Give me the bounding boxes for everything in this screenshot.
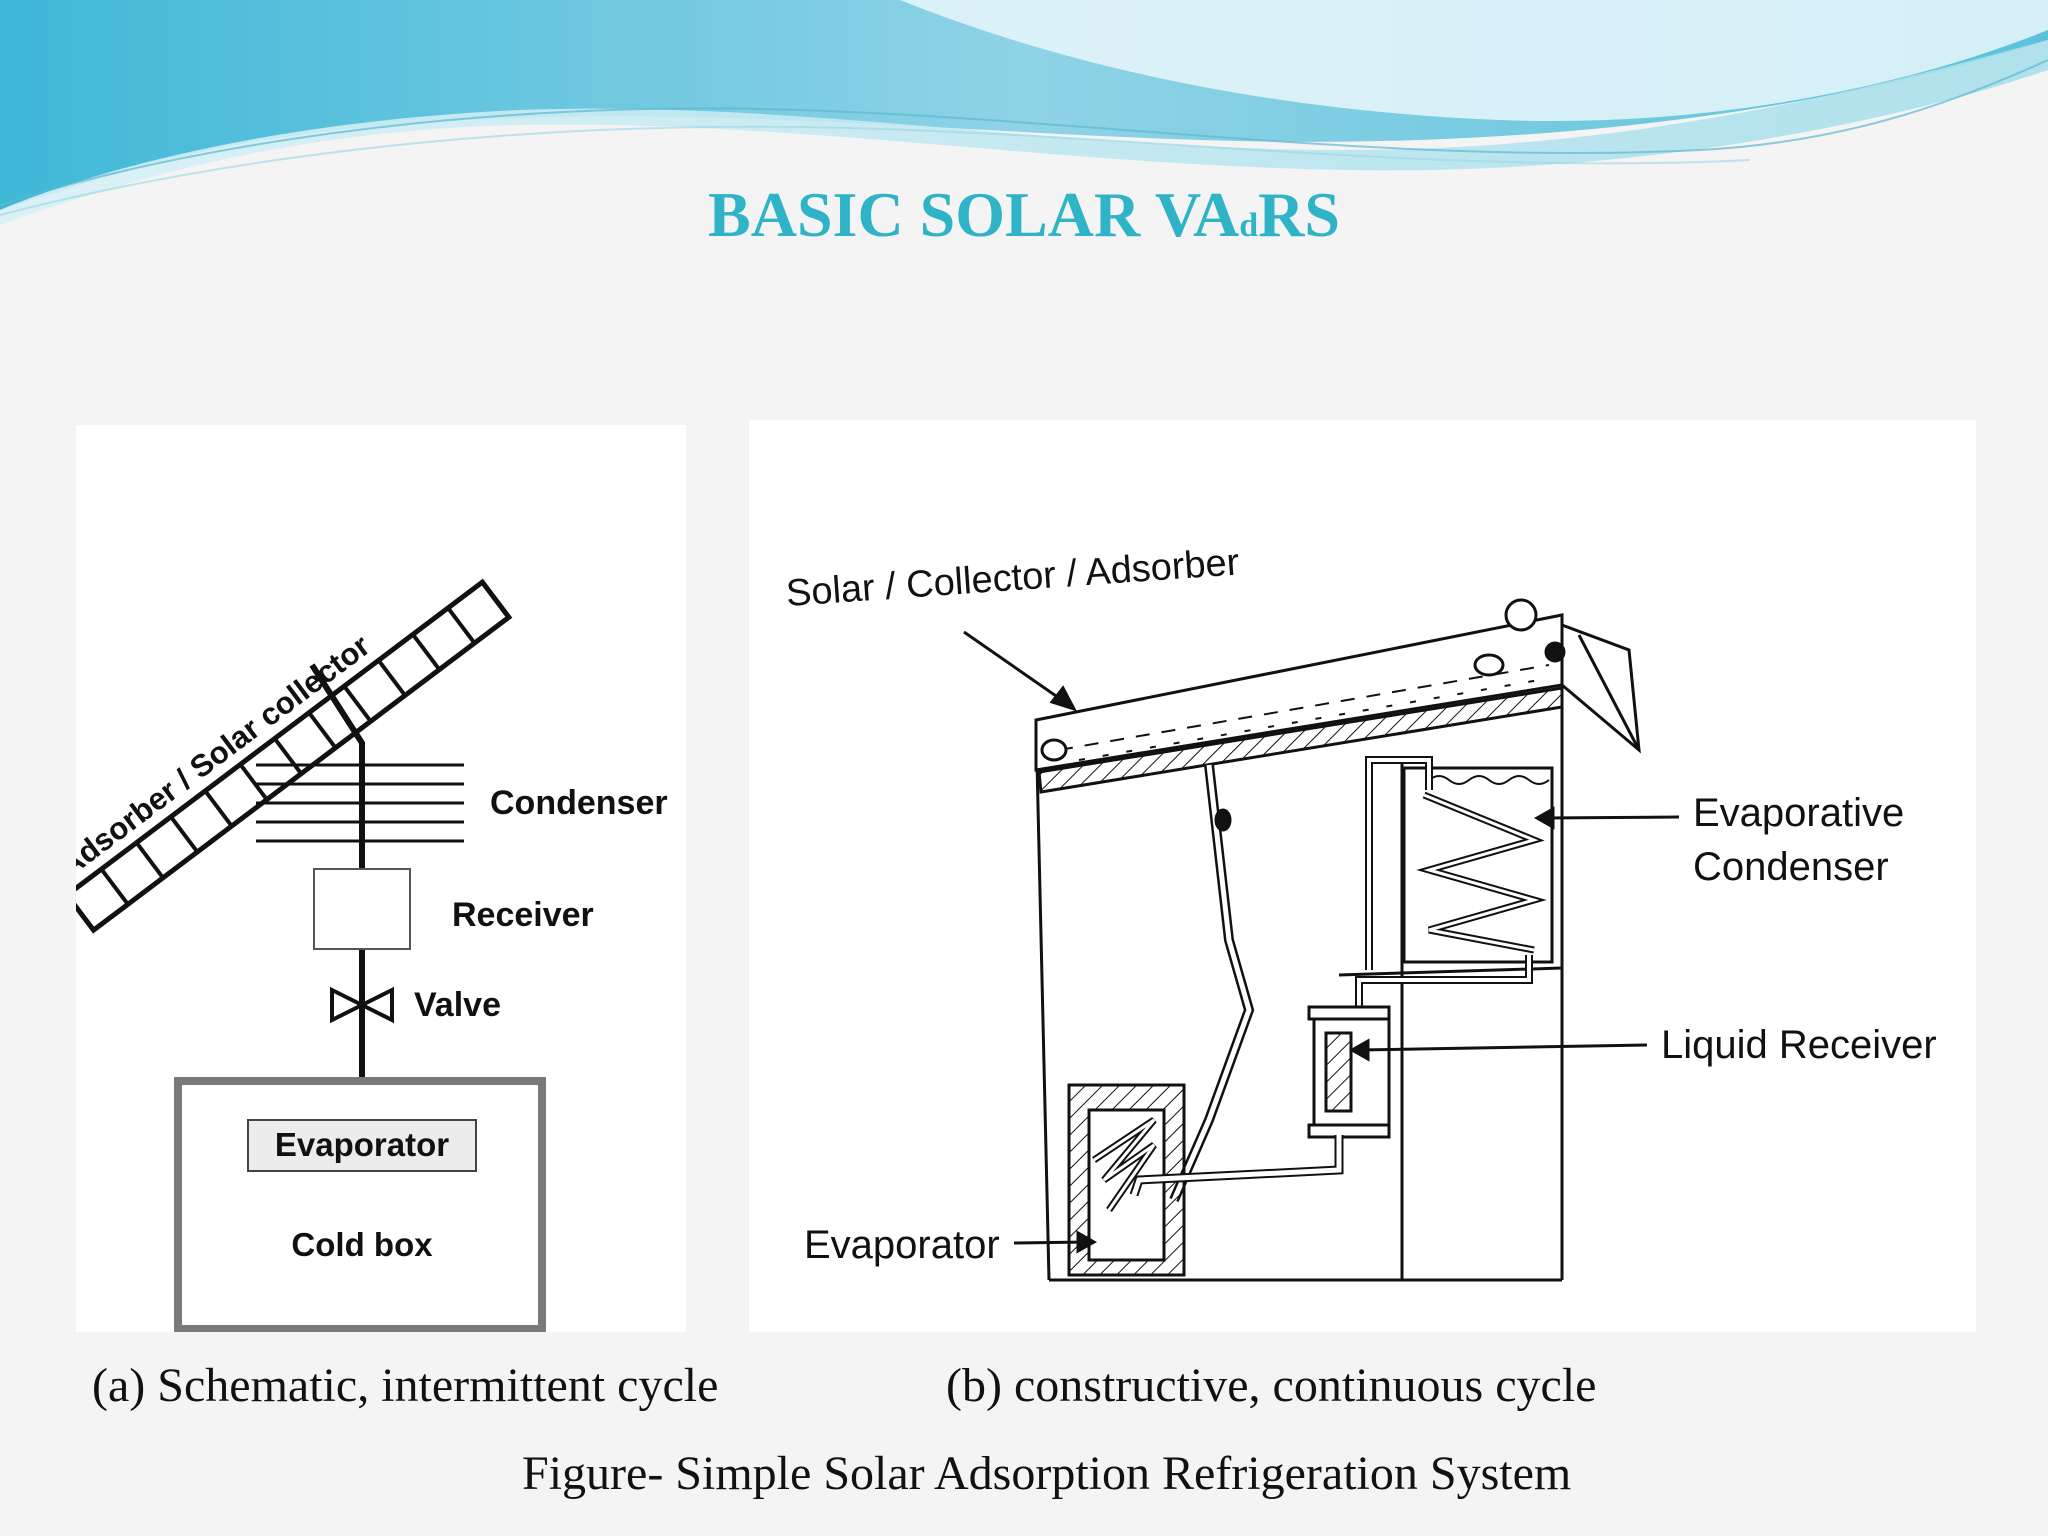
schematic-diagram: Adsorber / Solar collector Condenser Rec…	[53, 578, 668, 1385]
caption-a: (a) Schematic, intermittent cycle	[92, 1359, 719, 1412]
wave-banner	[0, 0, 2048, 225]
cold-box-label: Cold box	[291, 1226, 433, 1263]
valve-symbol	[330, 986, 394, 1024]
constructive-diagram: Solar / Collector / Adsorber Evaporative…	[785, 541, 1937, 1282]
slide-title: BASIC SOLAR VAdRS	[708, 179, 1340, 250]
arrow-liquid-receiver	[1358, 1043, 1648, 1052]
condenser-fins	[256, 763, 464, 843]
arrow-evaporator	[1013, 1240, 1088, 1245]
evaporator-label: Evaporator	[275, 1126, 449, 1163]
cabinet-left-wall	[1034, 719, 1051, 1281]
collector-label-b: Solar / Collector / Adsorber	[785, 541, 1241, 615]
schematic-diagram-panel: Adsorber / Solar collector Condenser Rec…	[53, 425, 686, 1385]
receiver-label: Receiver	[452, 896, 594, 934]
valve-label: Valve	[414, 986, 501, 1024]
condenser-label: Condenser	[490, 784, 668, 822]
evap-condenser-label-line2: Condenser	[1693, 845, 1889, 889]
evaporator-label-b: Evaporator	[804, 1223, 1000, 1267]
constructive-diagram-panel: Solar / Collector / Adsorber Evaporative…	[749, 420, 1976, 1332]
arrow-evap-condenser	[1543, 815, 1680, 820]
cold-box	[174, 1077, 546, 1333]
collector-label: Adsorber / Solar collector	[76, 628, 376, 884]
figure-caption: Figure- Simple Solar Adsorption Refriger…	[522, 1447, 1572, 1500]
solar-collector: Adsorber / Solar collector	[53, 578, 513, 934]
evaporator-box	[247, 1119, 477, 1172]
receiver-box	[313, 868, 411, 950]
caption-b: (b) constructive, continuous cycle	[946, 1359, 1597, 1412]
arrow-collector	[963, 630, 1070, 707]
evap-condenser-label-line1: Evaporative	[1693, 791, 1904, 835]
liquid-receiver-label: Liquid Receiver	[1661, 1023, 1937, 1067]
